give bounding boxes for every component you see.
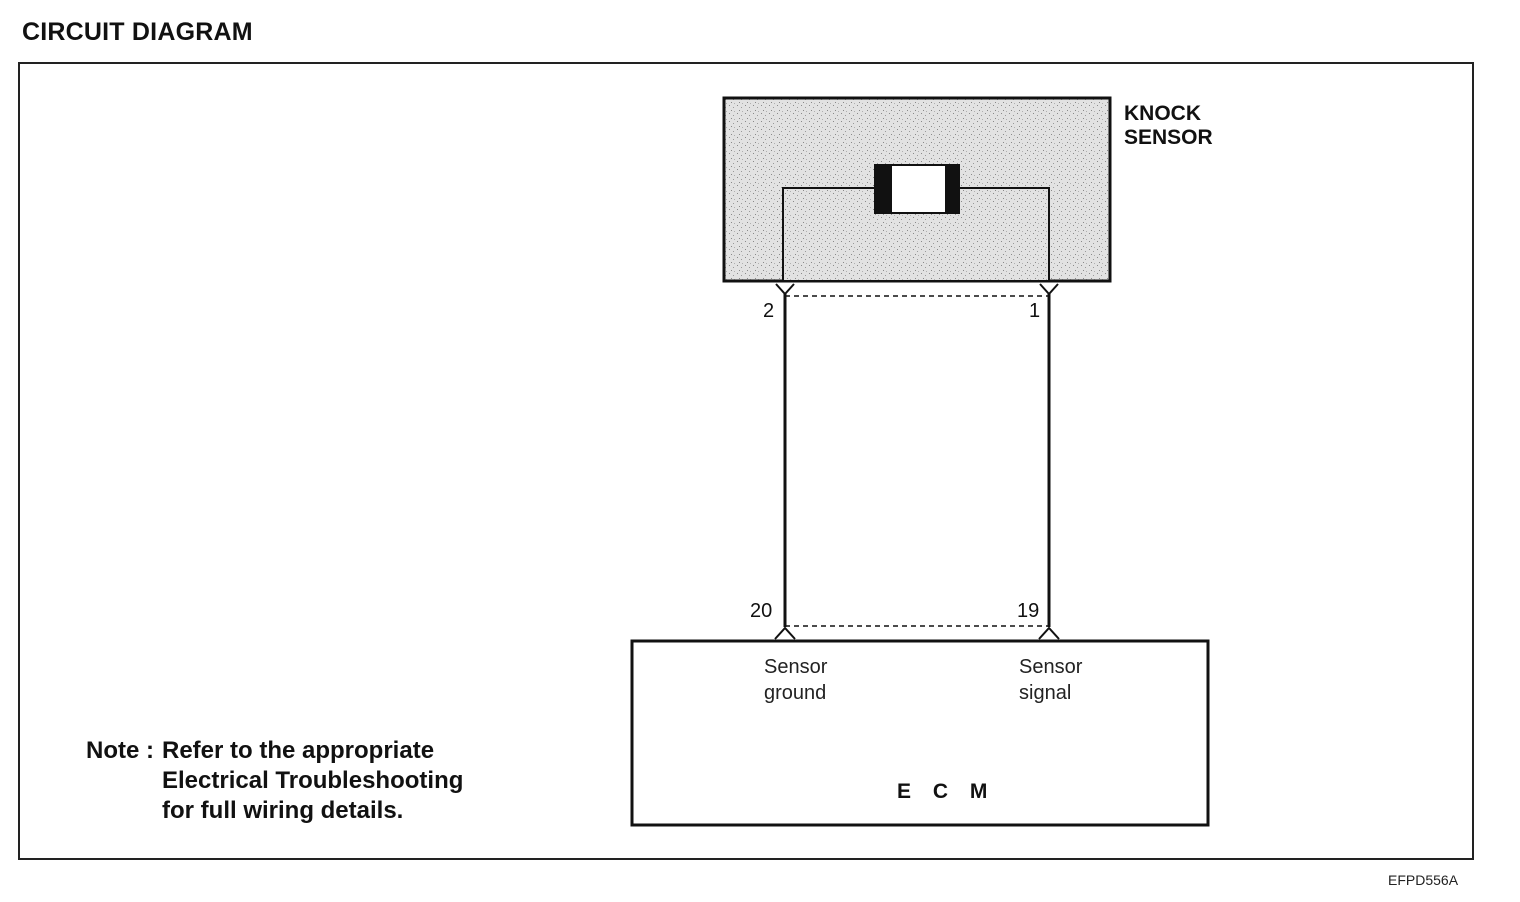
knock-sensor [722, 96, 1112, 283]
sensor-ground-label: Sensor ground [764, 654, 827, 706]
connector-terminal-1 [1039, 283, 1059, 296]
knock-sensor-label-line1: KNOCK [1124, 102, 1201, 125]
pin-19-label: 19 [1017, 600, 1040, 622]
sensor-signal-label-line1: Sensor [1019, 656, 1083, 678]
sensor-ground-label-line1: Sensor [764, 656, 828, 678]
diagram-frame [18, 62, 1474, 860]
ecm-terminal-20 [774, 626, 796, 640]
note-line3: for full wiring details. [162, 797, 404, 824]
ecm-label: E C M [897, 780, 996, 803]
pin-2-label: 2 [763, 300, 775, 322]
figure-code: EFPD556A [1388, 872, 1459, 888]
note: Note : Refer to the appropriate Electric… [86, 736, 463, 826]
knock-sensor-label: KNOCK SENSOR [1124, 102, 1213, 150]
note-prefix: Note : [86, 737, 154, 764]
ecm-box [630, 639, 1210, 827]
sensor-connector [775, 283, 1059, 297]
ecm-connector [774, 625, 1060, 640]
sensor-signal-label: Sensor signal [1019, 654, 1082, 706]
pin-20-label: 20 [750, 600, 773, 622]
piezo-element-icon [874, 164, 960, 214]
knock-sensor-label-line2: SENSOR [1124, 126, 1213, 149]
sensor-signal-label-line2: signal [1019, 682, 1072, 704]
page-title: CIRCUIT DIAGRAM [22, 18, 253, 46]
sensor-ground-label-line2: ground [764, 682, 827, 704]
ecm-terminal-19 [1038, 626, 1060, 640]
connector-terminal-2 [775, 283, 795, 296]
pin-1-label: 1 [1029, 300, 1041, 322]
note-line2: Electrical Troubleshooting [162, 767, 464, 794]
note-line1: Refer to the appropriate [162, 737, 435, 764]
note-text: Refer to the appropriate Electrical Trou… [162, 736, 463, 826]
